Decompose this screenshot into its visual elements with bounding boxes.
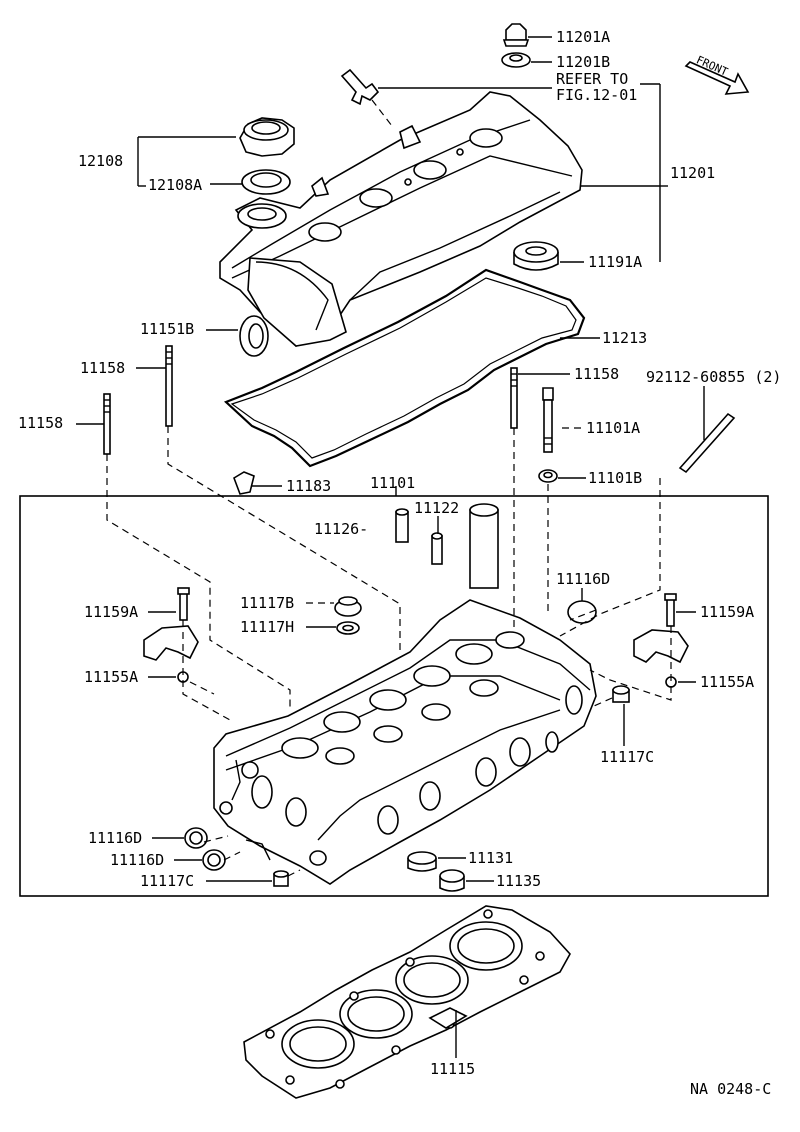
assembly-dashed-lines: [106, 426, 672, 877]
stud-11158-center-left: [165, 345, 173, 427]
label-11116D-a: 11116D: [88, 829, 142, 847]
figure-code: NA 0248-C: [690, 1080, 771, 1098]
label-11116D-top: 11116D: [556, 570, 610, 588]
label-11117C-left: 11117C: [140, 872, 194, 890]
label-11117B: 11117B: [240, 594, 294, 612]
label-11191A: 11191A: [588, 253, 642, 271]
label-92112-60855: 92112-60855 (2): [646, 368, 781, 386]
label-11213: 11213: [602, 329, 647, 347]
nut-11201A: [502, 23, 530, 47]
label-11131: 11131: [468, 849, 513, 867]
label-11135: 11135: [496, 872, 541, 890]
label-11115: 11115: [430, 1060, 475, 1078]
label-12108A: 12108A: [148, 176, 202, 194]
label-12108: 12108: [78, 152, 123, 170]
oil-filler-cap: [239, 117, 295, 157]
pcv-valve: [340, 68, 380, 106]
washer-11201B: [501, 52, 531, 68]
label-11159A-right: 11159A: [700, 603, 754, 621]
grommet-11191A: [513, 241, 559, 271]
plug-11117B: [334, 596, 362, 617]
bracket-left: [143, 625, 199, 661]
sleeve-tube: [469, 503, 499, 589]
label-11117H: 11117H: [240, 618, 294, 636]
stud-11158-far-left: [103, 393, 111, 455]
plug-11116D-bottom-b: [202, 849, 226, 871]
plug-11116D-bottom-a: [184, 827, 208, 849]
stud-92112: [678, 412, 736, 474]
cylinder-head-cover: [219, 91, 583, 347]
label-11117C-right: 11117C: [600, 748, 654, 766]
guide-11126: [395, 508, 409, 543]
label-11101A: 11101A: [586, 419, 640, 437]
label-11101B: 11101B: [588, 469, 642, 487]
stud-11158-right: [510, 367, 518, 429]
bolt-11159A-right: [664, 593, 677, 627]
front-arrow: FRONT: [684, 53, 750, 95]
seal-11151B: [239, 315, 269, 357]
plug-11117C-left: [273, 870, 289, 887]
label-11201A: 11201A: [556, 28, 610, 46]
washer-11101B: [538, 469, 558, 483]
plug-11117C-right: [612, 685, 630, 703]
guide-11122: [431, 532, 443, 565]
label-11201B: 11201B: [556, 53, 610, 71]
ring-11131: [407, 851, 437, 872]
bracket-right: [633, 629, 689, 664]
bolt-11101A: [542, 387, 554, 453]
label-11151B: 11151B: [140, 320, 194, 338]
label-11126: 11126-: [314, 520, 368, 538]
label-11183: 11183: [286, 477, 331, 495]
label-11101: 11101: [370, 474, 415, 492]
label-11201: 11201: [670, 164, 715, 182]
label-11159A-left: 11159A: [84, 603, 138, 621]
gasket-11117H: [336, 621, 360, 635]
cylinder-head: [213, 599, 597, 885]
head-gasket-11115: [243, 905, 571, 1099]
cylinder-head-group-frame: [19, 495, 769, 897]
label-11158-far-left: 11158: [18, 414, 63, 432]
plug-11183: [233, 471, 255, 495]
label-11155A-left: 11155A: [84, 668, 138, 686]
label-11155A-right: 11155A: [700, 673, 754, 691]
refer-note-line2: FIG.12-01: [556, 86, 637, 104]
label-11158-center-left: 11158: [80, 359, 125, 377]
ring-11135: [439, 869, 465, 892]
cap-gasket-12108A: [241, 169, 291, 195]
bolt-11159A-left: [177, 587, 190, 621]
label-11158-right: 11158: [574, 365, 619, 383]
refer-note-line1: REFER TO: [556, 70, 628, 88]
label-11116D-b: 11116D: [110, 851, 164, 869]
label-11122: 11122: [414, 499, 459, 517]
cover-gasket-11213: [223, 268, 586, 468]
